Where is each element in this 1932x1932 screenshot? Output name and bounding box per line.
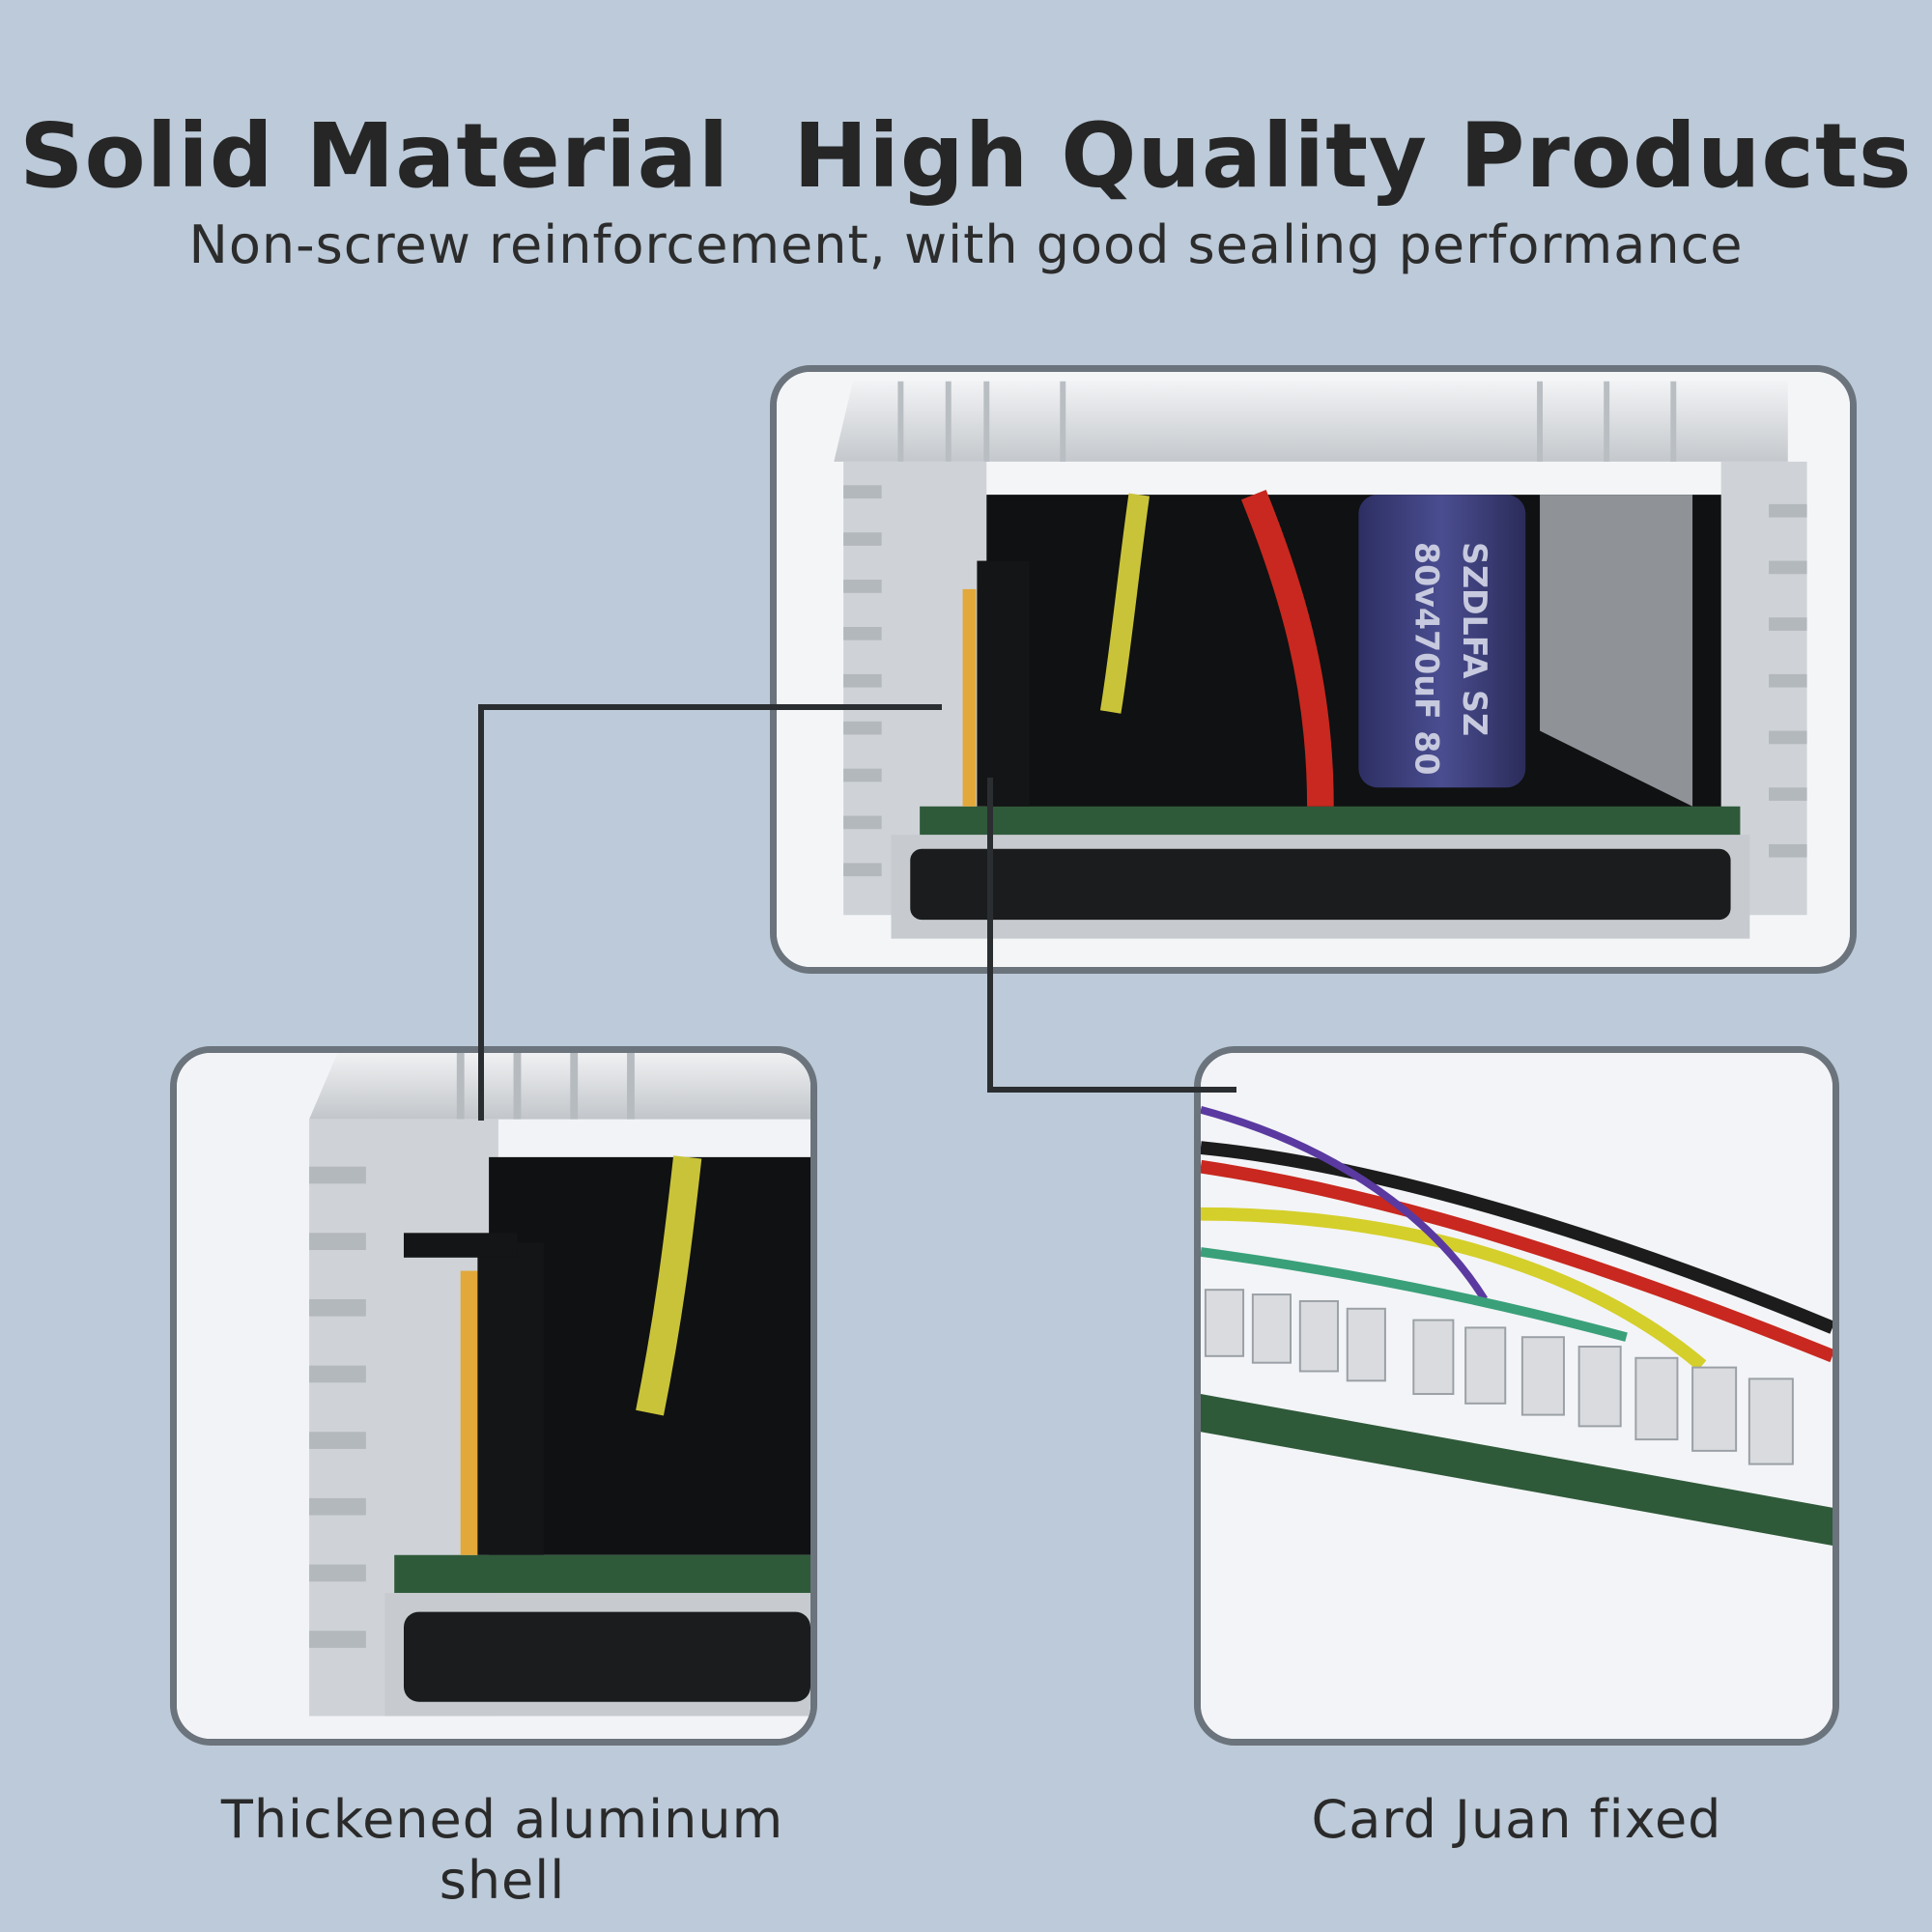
capacitor-label-1: SZDLFA SZ (1456, 542, 1493, 736)
page-subtitle: Non-screw reinforcement, with good seali… (188, 214, 1744, 275)
pcb-card-photo (1194, 1046, 1839, 1746)
page-title: Solid Material High Quality Products (19, 104, 1913, 208)
caption-card-fixed: Card Juan fixed (1311, 1789, 1722, 1850)
enclosure-cross-section-photo: SZDLFA SZ 80v470uF 80 (770, 365, 1857, 974)
capacitor-label-2: 80v470uF 80 (1408, 542, 1446, 776)
aluminum-shell-detail-photo (170, 1046, 817, 1746)
caption-aluminum-shell: Thickened aluminum shell (220, 1789, 784, 1911)
